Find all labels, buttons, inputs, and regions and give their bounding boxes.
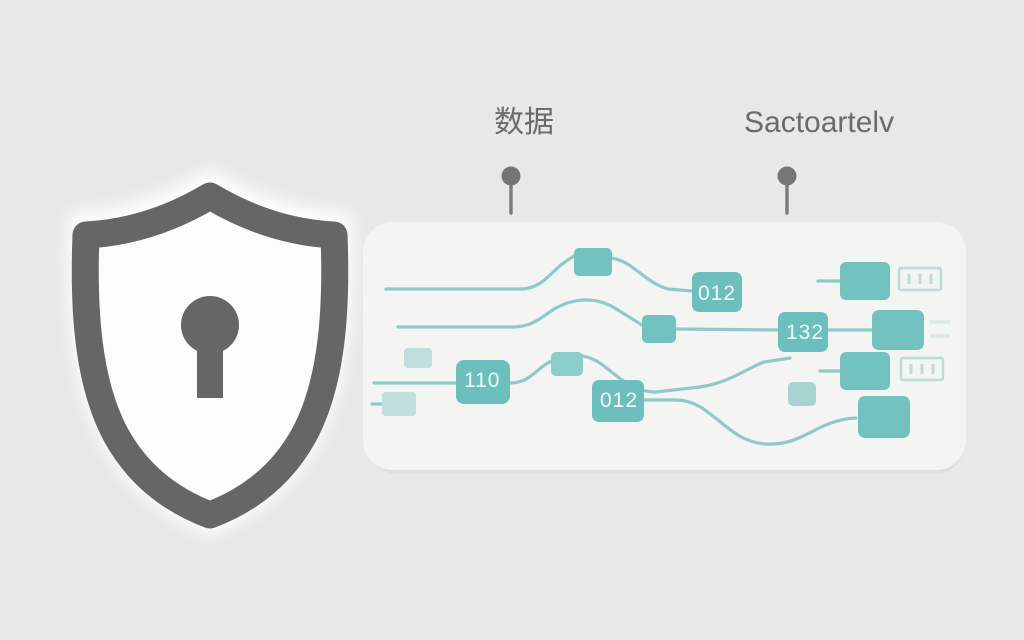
- keyhole-icon: [181, 296, 239, 398]
- node-right-2: [872, 310, 924, 350]
- node-right-3: [840, 352, 890, 390]
- teal-nodes: [551, 248, 924, 438]
- pin-sactoartelv: [777, 166, 797, 215]
- flow-line-3c: [698, 356, 792, 389]
- flow-line-1b: [610, 256, 694, 293]
- badge-110: [456, 360, 510, 404]
- label-sactoartelv: Sactoartelv: [744, 106, 895, 139]
- data-badges: [456, 272, 828, 422]
- flow-line-2: [396, 298, 644, 329]
- badge-012a: [692, 272, 742, 312]
- server-icon-top: [897, 266, 943, 292]
- signal-dashes: [930, 320, 950, 338]
- shield-outline: [71, 182, 349, 529]
- security-shield-lock-icon: [66, 168, 354, 536]
- flow-line-1: [384, 254, 576, 291]
- flow-line-2b: [674, 327, 780, 332]
- label-data: 数据: [494, 106, 554, 139]
- node-mid-a: [642, 315, 676, 343]
- server-icons: [897, 266, 950, 382]
- map-pins: [501, 166, 797, 215]
- pin-data: [501, 166, 521, 215]
- node-mid-b: [551, 352, 583, 376]
- node-pale-c: [788, 382, 816, 406]
- node-right-1: [840, 262, 890, 300]
- node-pale-b: [382, 392, 416, 416]
- node-right-4: [858, 396, 910, 438]
- badge-012b: [592, 380, 644, 422]
- server-icon-bottom: [899, 356, 945, 382]
- panel-surface: [363, 222, 966, 470]
- node-top-mid: [574, 248, 612, 276]
- node-pale-a: [404, 348, 432, 368]
- badge-132: [778, 312, 828, 352]
- pale-nodes: [382, 348, 816, 416]
- flow-line-4: [642, 398, 858, 446]
